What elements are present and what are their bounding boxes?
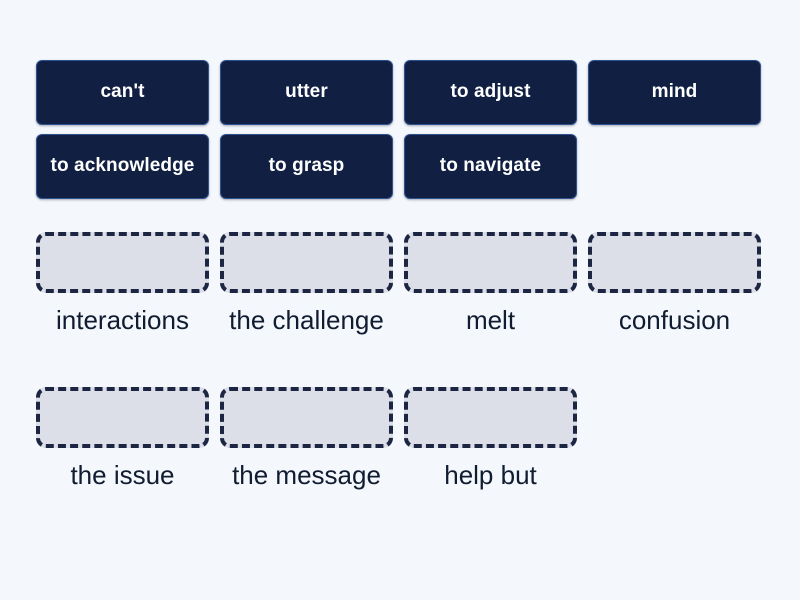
- target-label: interactions: [56, 305, 189, 335]
- word-tile[interactable]: to grasp: [220, 134, 393, 199]
- word-tile[interactable]: to navigate: [404, 134, 577, 199]
- target-column: help but: [404, 387, 577, 491]
- word-tile-label: to acknowledge: [50, 155, 195, 177]
- drop-zone[interactable]: [404, 387, 577, 449]
- word-tile-label: to navigate: [439, 155, 542, 177]
- drop-zone[interactable]: [36, 387, 209, 449]
- drop-zone[interactable]: [220, 232, 393, 293]
- target-column: confusion: [588, 232, 761, 336]
- target-label: the message: [232, 460, 381, 491]
- target-column: the issue: [36, 387, 209, 491]
- word-tile-label: to grasp: [268, 155, 345, 177]
- drop-zone[interactable]: [588, 232, 761, 293]
- word-tile[interactable]: can't: [36, 60, 209, 125]
- drop-zone[interactable]: [36, 232, 209, 293]
- target-column: melt: [404, 232, 577, 336]
- word-tile[interactable]: to adjust: [404, 60, 577, 125]
- target-label: confusion: [618, 305, 731, 335]
- target-row: interactions the challenge melt confusio…: [36, 232, 765, 336]
- target-label: melt: [465, 305, 516, 335]
- drop-zone[interactable]: [404, 232, 577, 293]
- word-tile-label: mind: [651, 81, 698, 103]
- word-tile-label: to adjust: [450, 81, 531, 103]
- target-label: help but: [444, 460, 537, 491]
- target-column: interactions: [36, 232, 209, 336]
- target-column: the message: [220, 387, 393, 491]
- word-tile-label: utter: [285, 81, 328, 103]
- target-label: the issue: [70, 460, 175, 491]
- word-tile[interactable]: mind: [588, 60, 761, 125]
- target-row: the issue the message help but: [36, 387, 765, 491]
- drop-zone[interactable]: [220, 387, 393, 449]
- word-tile-label: can't: [100, 81, 145, 103]
- word-tile-bank: can't utter to adjust mind to acknowledg…: [36, 60, 765, 199]
- target-column: the challenge: [220, 232, 393, 336]
- word-tile[interactable]: to acknowledge: [36, 134, 209, 199]
- word-tile[interactable]: utter: [220, 60, 393, 125]
- target-label: the challenge: [229, 305, 384, 335]
- answer-targets: interactions the challenge melt confusio…: [36, 232, 765, 491]
